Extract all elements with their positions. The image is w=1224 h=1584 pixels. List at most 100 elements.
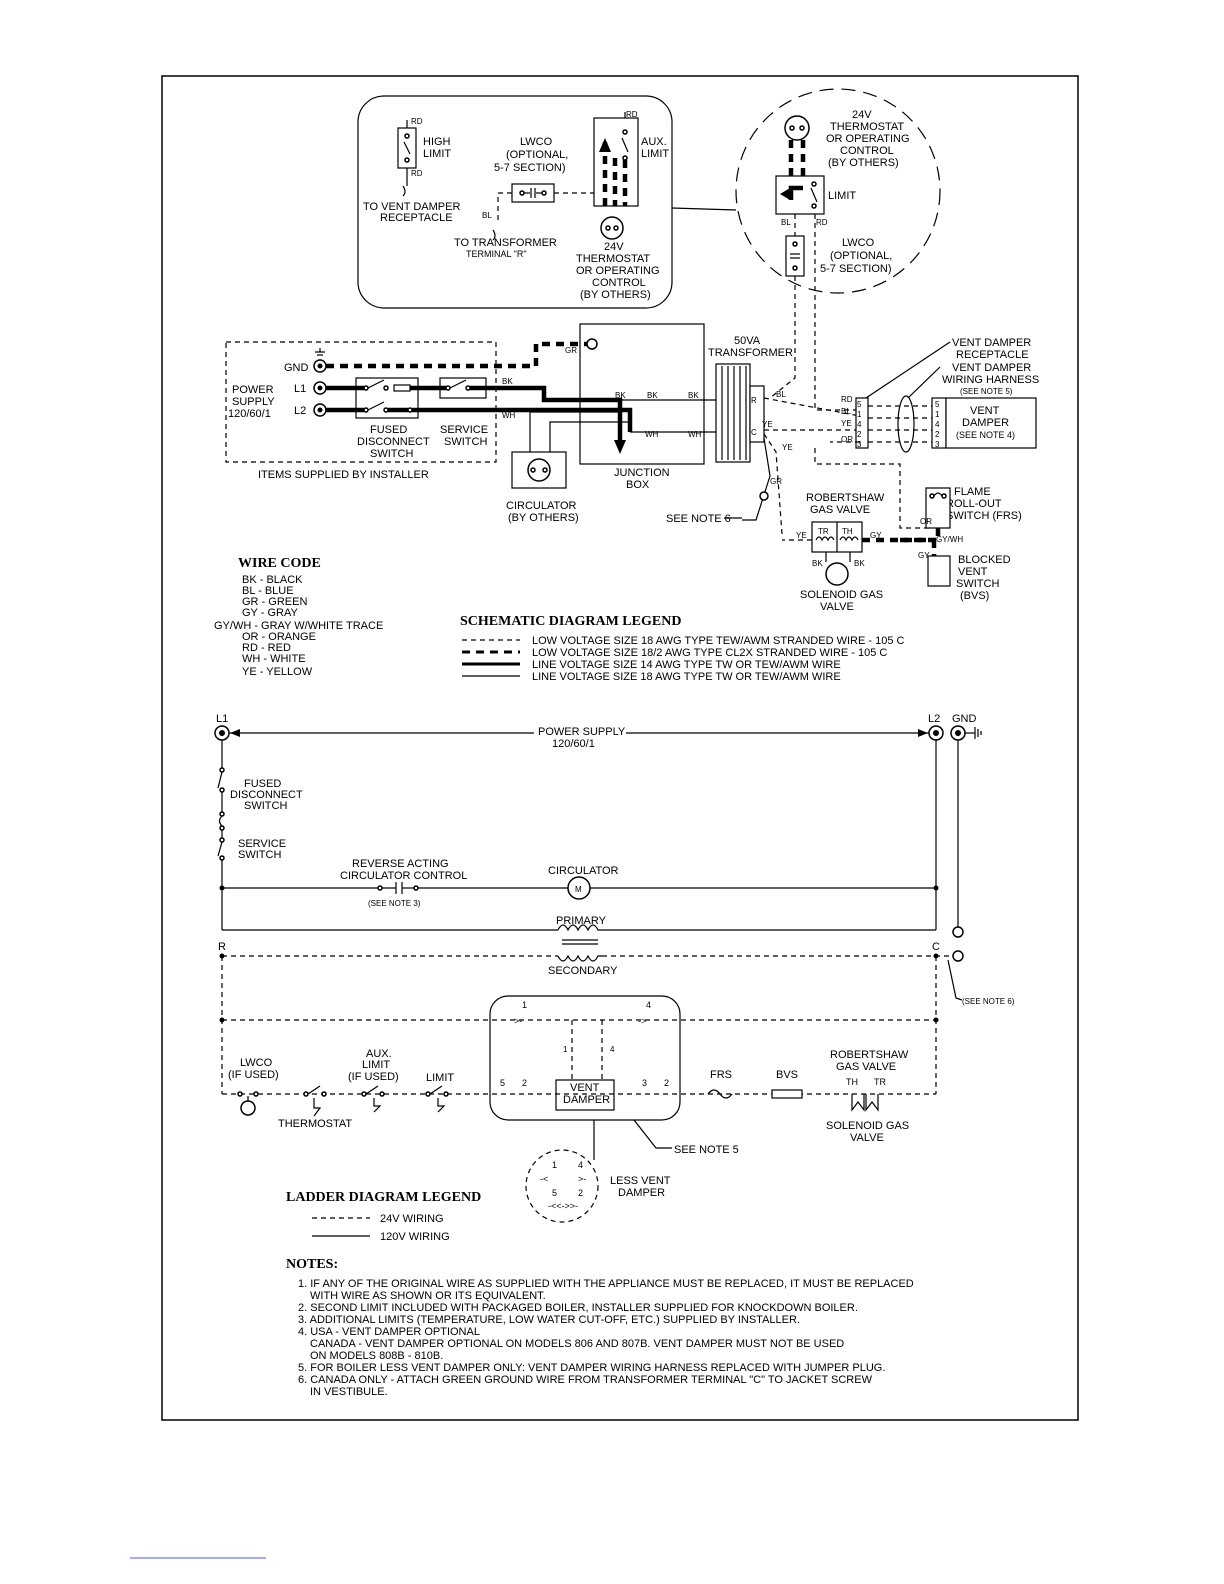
transformer [715, 363, 751, 463]
detail-bl: BL [781, 218, 791, 227]
ladder-ground-screw [952, 926, 964, 938]
inset-lwco-label-1: LWCO [520, 136, 553, 148]
plug-pin-1: 1 [935, 410, 940, 419]
junction-box-label-2: BOX [626, 479, 650, 491]
ladder-see-note-5: SEE NOTE 5 [674, 1144, 739, 1156]
ladder-solenoid-label-2: VALVE [850, 1132, 884, 1144]
ladder-power-label-1: POWER SUPPLY [538, 726, 626, 738]
wire-code: WIRE CODE BK - BLACK BL - BLUE GR - GREE… [214, 556, 383, 678]
wire-bl-1: BL [776, 390, 786, 399]
note-line-10: IN VESTIBULE. [310, 1386, 388, 1398]
inset-thermostat-label-4: CONTROL [592, 277, 646, 289]
frs-label-3: SWITCH (FRS) [946, 510, 1022, 522]
ladder-aux-label-1: AUX. [366, 1048, 392, 1060]
detail-lwco-label-2: (OPTIONAL, [830, 250, 892, 262]
ladder-vent-damper-box [489, 995, 681, 1121]
high-limit-label-1: HIGH [423, 136, 451, 148]
l1-label: L1 [294, 383, 306, 395]
inset-thermostat-label-1: 24V [604, 241, 624, 253]
ladder-service-label-2: SWITCH [238, 849, 281, 861]
detail-rd: RD [816, 218, 828, 227]
inset-leader [671, 207, 737, 211]
vd-pin-2: 2 [522, 1078, 527, 1088]
transformer-secondary [557, 954, 602, 962]
gas-valve-label-2: GAS VALVE [810, 504, 870, 516]
svg-text:-<<->>-: -<<->>- [548, 1201, 578, 1211]
l2-label: L2 [294, 405, 306, 417]
wire-code-entry-2: BL - BLUE [242, 585, 294, 597]
gas-valve-label-1: ROBERTSHAW [806, 492, 885, 504]
notes: NOTES: 1. IF ANY OF THE ORIGINAL WIRE AS… [286, 1257, 914, 1398]
receptacle-label-2: RECEPTACLE [956, 349, 1029, 361]
circulator-label-2: (BY OTHERS) [508, 512, 579, 524]
note-line-1: 1. IF ANY OF THE ORIGINAL WIRE AS SUPPLI… [298, 1278, 914, 1290]
inset-thermostat-label-3: OR OPERATING [576, 265, 660, 277]
transformer-label-1: 50VA [734, 335, 761, 347]
ladder-lwco-label-2: (IF USED) [228, 1069, 279, 1081]
ladder-bvs-label: BVS [776, 1069, 798, 1081]
receptacle-wire-rd: RD [841, 395, 853, 404]
solenoid-label-2: VALVE [820, 601, 854, 613]
vent-damper-label-2: DAMPER [962, 417, 1009, 429]
wire-bk-gv-1: BK [812, 559, 823, 568]
detail-thermostat-label-1: 24V [852, 109, 872, 121]
bvs-label-1: BLOCKED [958, 554, 1011, 566]
harness-label-3: (SEE NOTE 5) [960, 387, 1013, 396]
ladder-l1: L1 [216, 713, 228, 725]
solenoid-valve [825, 562, 849, 586]
svg-text:>-: >- [514, 1016, 522, 1026]
wire-code-entry-1: BK - BLACK [242, 574, 303, 586]
blocked-vent-switch [927, 555, 951, 587]
schematic-legend: SCHEMATIC DIAGRAM LEGEND LOW VOLTAGE SIZ… [460, 614, 904, 683]
ladder-limit-label: LIMIT [426, 1072, 454, 1084]
jumper-pin-4: 4 [578, 1160, 583, 1170]
ladder-c: C [932, 941, 940, 953]
ladder-aux-label-2: LIMIT [362, 1059, 390, 1071]
limit-inset: RD RD HIGH LIMIT TO VENT DAMPER RECEPTAC… [357, 95, 673, 309]
detail-circle [735, 88, 941, 294]
circulator-label-1: CIRCULATOR [506, 500, 577, 512]
notes-title: NOTES: [286, 1257, 338, 1272]
receptacle-label-1: VENT DAMPER [952, 337, 1031, 349]
to-vent-damper-label-2: RECEPTACLE [380, 212, 453, 224]
bvs-label-4: (BVS) [960, 590, 989, 602]
wire-bk-gv-2: BK [854, 559, 865, 568]
wire-bk-3: BK [647, 391, 658, 400]
schematic-legend-entry-1: LOW VOLTAGE SIZE 18 AWG TYPE TEW/AWM STR… [532, 635, 904, 647]
receptacle-pin-5: 5 [857, 400, 862, 409]
vent-damper-receptacle [855, 397, 869, 449]
transformer-primary [557, 924, 602, 932]
wire-ye-2: YE [782, 443, 793, 452]
wire-code-entry-6: OR - ORANGE [242, 631, 316, 643]
vd-pin-5: 5 [500, 1078, 505, 1088]
to-vent-damper-label-1: TO VENT DAMPER [363, 201, 460, 213]
detail-thermostat-label-3: OR OPERATING [826, 133, 910, 145]
junction-ground-screw [586, 338, 598, 350]
note-line-2: WITH WIRE AS SHOWN OR ITS EQUIVALENT. [310, 1290, 546, 1302]
receptacle-wire-ye: YE [841, 419, 852, 428]
inset-bl: BL [482, 211, 492, 220]
schematic-legend-entry-3: LINE VOLTAGE SIZE 14 AWG TYPE TW OR TEW/… [532, 659, 841, 671]
ladder-legend: LADDER DIAGRAM LEGEND 24V WIRING 120V WI… [286, 1190, 481, 1243]
vd-pin-1-mid: 1 [563, 1045, 568, 1054]
wire-bk-4: BK [688, 391, 699, 400]
less-vent-damper-label-2: DAMPER [618, 1187, 665, 1199]
power-supply-label-3: 120/60/1 [228, 408, 271, 420]
note-line-6: CANADA - VENT DAMPER OPTIONAL ON MODELS … [310, 1338, 844, 1350]
ladder-power-label-2: 120/60/1 [552, 738, 595, 750]
harness-label-1: VENT DAMPER [952, 362, 1031, 374]
plug-pin-3: 3 [935, 440, 940, 449]
ladder-see-note-6: (SEE NOTE 6) [962, 997, 1015, 1006]
wiring-harness [897, 395, 915, 453]
detail-limit-label: LIMIT [828, 190, 856, 202]
vd-pin-1-top: 1 [522, 1000, 527, 1010]
wire-code-entry-4: GY - GRAY [242, 607, 298, 619]
items-supplied-label: ITEMS SUPPLIED BY INSTALLER [258, 469, 429, 481]
ladder-fused-label-3: SWITCH [244, 800, 287, 812]
wire-wh-1: WH [502, 411, 516, 420]
wire-bk-1: BK [502, 377, 513, 386]
schematic-legend-entry-4: LINE VOLTAGE SIZE 18 AWG TYPE TW OR TEW/… [532, 671, 841, 683]
wire-code-entry-5: GY/WH - GRAY W/WHITE TRACE [214, 620, 383, 632]
transformer-label-2: TRANSFORMER [708, 347, 793, 359]
vd-pin-4-mid: 4 [610, 1045, 615, 1054]
